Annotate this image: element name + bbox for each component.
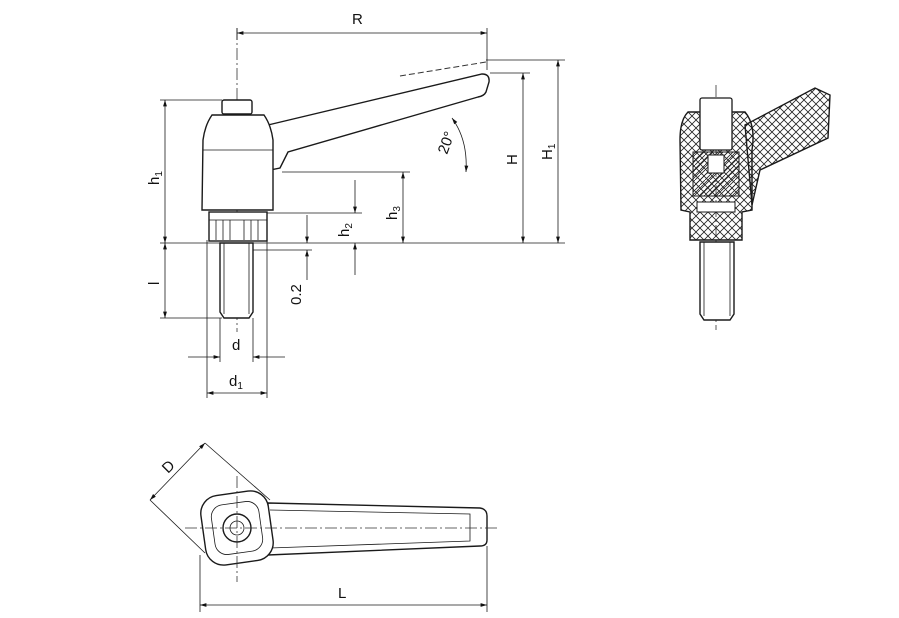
lever-arm bbox=[267, 73, 490, 171]
top-view: L D bbox=[149, 442, 498, 612]
dim-h1: h1 bbox=[146, 171, 165, 185]
dim-d: d bbox=[232, 337, 240, 354]
dim-H1: H1 bbox=[539, 143, 558, 160]
knurled-ring bbox=[208, 211, 268, 242]
dim-d1: d1 bbox=[229, 373, 243, 392]
dim-l: l bbox=[146, 282, 163, 285]
dim-L: L bbox=[338, 585, 346, 602]
dim-h2: h2 bbox=[336, 223, 355, 237]
dim-gap: 0.2 bbox=[288, 284, 305, 305]
dimensions: R H H1 h3 h2 0.2 h1 l d d1 20° bbox=[146, 11, 565, 398]
side-view bbox=[201, 28, 490, 332]
section-lever bbox=[744, 87, 831, 206]
section-stud bbox=[699, 241, 735, 321]
dim-angle: 20° bbox=[435, 129, 459, 156]
section-view bbox=[679, 85, 831, 330]
lever-phantom-line bbox=[399, 61, 487, 77]
dim-h3: h3 bbox=[384, 206, 403, 220]
dim-H: H bbox=[504, 154, 521, 165]
threaded-stud bbox=[219, 242, 254, 319]
dim-R: R bbox=[352, 11, 363, 28]
knob-body bbox=[201, 114, 274, 211]
screw-cap bbox=[221, 99, 253, 115]
